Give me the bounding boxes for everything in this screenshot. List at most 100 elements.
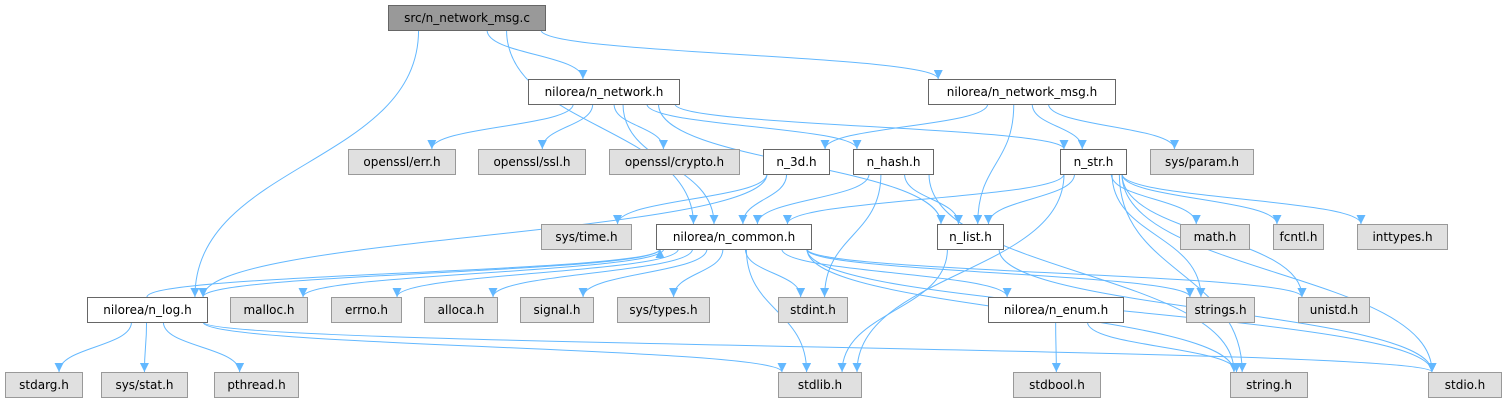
node-sys-time[interactable]: sys/time.h — [541, 224, 632, 250]
node-stdlib[interactable]: stdlib.h — [778, 372, 862, 398]
node-openssl-err[interactable]: openssl/err.h — [348, 149, 456, 175]
node-errno[interactable]: errno.h — [331, 297, 402, 323]
edge-n_hash-to-n_common — [752, 173, 870, 225]
node-label: string.h — [1246, 378, 1292, 392]
node-box — [541, 224, 632, 250]
edge-n_str-to-fcntl — [1121, 173, 1282, 225]
edge-n_common-to-n_log — [198, 248, 661, 298]
node-box — [656, 224, 812, 250]
node-label: pthread.h — [227, 378, 285, 392]
node-n-network[interactable]: nilorea/n_network.h — [528, 79, 680, 105]
edge-n_hash-to-string — [928, 173, 1239, 373]
node-box — [1150, 149, 1254, 175]
node-sys-types[interactable]: sys/types.h — [617, 297, 710, 323]
node-label: sys/stat.h — [115, 378, 173, 392]
edge-n_str-to-stdio — [1121, 173, 1437, 373]
node-box — [609, 149, 740, 175]
node-alloca[interactable]: alloca.h — [424, 297, 498, 323]
edge-n_network_msg-to-sys_param — [1048, 103, 1179, 150]
node-label: sys/time.h — [555, 230, 617, 244]
node-n-log[interactable]: nilorea/n_log.h — [87, 297, 208, 323]
node-label: strings.h — [1194, 303, 1246, 317]
edge-n_3d-to-n_common — [738, 173, 788, 225]
node-openssl-crypto[interactable]: openssl/crypto.h — [609, 149, 740, 175]
edge-n_str-to-n_common — [783, 173, 1065, 225]
edge-n_common-to-errno — [392, 248, 679, 298]
node-label: nilorea/n_network.h — [545, 85, 664, 99]
edge-n_log-to-stdio — [202, 321, 1437, 373]
node-stdio[interactable]: stdio.h — [1428, 372, 1502, 398]
node-box — [1060, 149, 1127, 175]
node-pthread[interactable]: pthread.h — [214, 372, 299, 398]
edge-n_str-to-math — [1110, 173, 1201, 225]
node-malloc[interactable]: malloc.h — [230, 297, 308, 323]
node-box — [1357, 224, 1448, 250]
node-label: sys/param.h — [1165, 155, 1239, 169]
edge-root-to-n_network_msg — [540, 29, 943, 80]
node-sys-param[interactable]: sys/param.h — [1150, 149, 1254, 175]
edge-n_log-to-pthread — [162, 321, 245, 373]
edge-n_enum-to-stdbool — [1051, 321, 1061, 373]
node-n-hash[interactable]: n_hash.h — [853, 149, 934, 175]
node-unistd[interactable]: unistd.h — [1298, 297, 1370, 323]
node-sys-stat[interactable]: sys/stat.h — [101, 372, 188, 398]
edge-n_str-to-string — [1118, 173, 1247, 373]
edge-n_common-to-sys_types — [669, 248, 724, 298]
node-fcntl[interactable]: fcntl.h — [1273, 224, 1324, 250]
edge-n_3d-to-sys_time — [613, 173, 768, 225]
node-label: stdlib.h — [798, 378, 842, 392]
edge-n_network-to-n_hash — [646, 103, 862, 150]
node-label: nilorea/n_enum.h — [1004, 303, 1108, 317]
node-label: sys/types.h — [629, 303, 697, 317]
edge-n_list-to-stdlib — [837, 248, 948, 373]
node-strings[interactable]: strings.h — [1186, 297, 1255, 323]
node-string[interactable]: string.h — [1230, 372, 1308, 398]
edge-n_hash-to-stdint — [820, 173, 882, 298]
edge-n_log-to-stdlib — [202, 321, 787, 373]
edge-root-to-n_network — [486, 29, 588, 80]
edge-root-to-n_log — [190, 29, 420, 298]
node-stdbool[interactable]: stdbool.h — [1013, 372, 1101, 398]
node-n-str[interactable]: n_str.h — [1060, 149, 1127, 175]
node-inttypes[interactable]: inttypes.h — [1357, 224, 1448, 250]
node-label: n_hash.h — [867, 155, 921, 169]
node-n-3d[interactable]: n_3d.h — [763, 149, 830, 175]
node-box — [763, 149, 830, 175]
node-n-common[interactable]: nilorea/n_common.h — [656, 224, 812, 250]
node-label: fcntl.h — [1280, 230, 1318, 244]
node-n-enum[interactable]: nilorea/n_enum.h — [988, 297, 1124, 323]
node-openssl-ssl[interactable]: openssl/ssl.h — [478, 149, 586, 175]
node-label: openssl/err.h — [363, 155, 440, 169]
node-label: n_str.h — [1074, 155, 1114, 169]
edge-n_str-to-strings — [1111, 173, 1206, 298]
node-box — [1186, 297, 1255, 323]
node-label: nilorea/n_common.h — [673, 230, 795, 244]
node-stdarg[interactable]: stdarg.h — [5, 372, 83, 398]
node-math[interactable]: math.h — [1180, 224, 1250, 250]
node-n-list[interactable]: n_list.h — [937, 224, 1004, 250]
node-label: stdio.h — [1445, 378, 1485, 392]
node-root[interactable]: src/n_network_msg.c — [388, 5, 546, 31]
edge-n_enum-to-string — [1086, 321, 1241, 373]
node-box — [331, 297, 402, 323]
edges-layer — [54, 29, 1437, 373]
node-label: n_list.h — [949, 230, 992, 244]
node-box — [348, 149, 456, 175]
node-box — [1428, 372, 1502, 398]
node-signal[interactable]: signal.h — [520, 297, 594, 323]
node-n-network-msg[interactable]: nilorea/n_network_msg.h — [928, 79, 1116, 105]
node-label: alloca.h — [438, 303, 485, 317]
edge-root-to-n_common — [506, 29, 698, 225]
edge-n_common-to-malloc — [298, 248, 665, 298]
node-label: inttypes.h — [1372, 230, 1432, 244]
node-box — [778, 297, 848, 323]
edge-n_common-to-alloca — [488, 248, 694, 298]
node-label: stdarg.h — [19, 378, 69, 392]
edge-n_str-to-stdlib — [852, 173, 1065, 373]
node-box — [424, 297, 498, 323]
node-stdint[interactable]: stdint.h — [778, 297, 848, 323]
node-label: n_3d.h — [776, 155, 816, 169]
edge-n_3d-to-n_log — [198, 173, 768, 298]
